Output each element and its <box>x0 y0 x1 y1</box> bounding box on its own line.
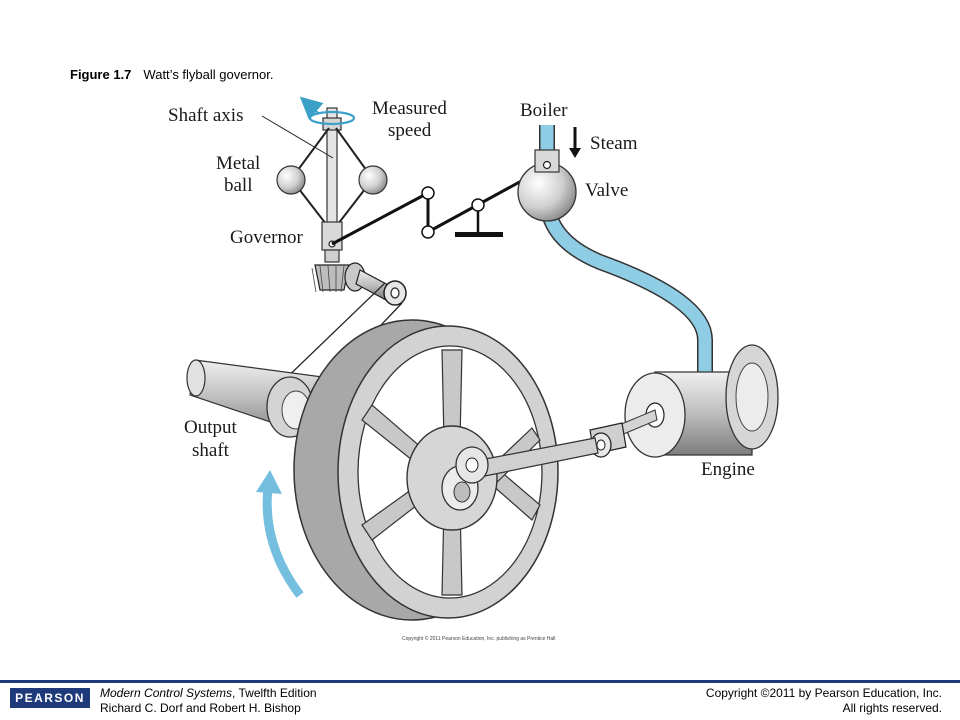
linkage-joint-2 <box>421 225 435 239</box>
rights-line: All rights reserved. <box>842 701 942 715</box>
flywheel-rotation-arc <box>262 487 304 598</box>
label-steam: Steam <box>590 133 638 154</box>
linkage-bar-1 <box>331 191 429 246</box>
linkage <box>331 165 548 246</box>
footer-rule <box>0 680 960 683</box>
crank-pin-hole <box>465 457 479 473</box>
figure-title: Watt’s flyball governor. <box>143 67 274 82</box>
label-shaft: shaft <box>192 440 230 461</box>
label-valve: Valve <box>585 180 628 201</box>
fulcrum-pivot <box>471 198 485 212</box>
gear-shaft <box>324 249 340 263</box>
label-ball: ball <box>224 175 253 196</box>
flywheel-rotation-arrow-icon <box>256 470 282 494</box>
flywheel-assembly <box>186 282 599 621</box>
image-copyright: Copyright © 2011 Pearson Education, Inc.… <box>402 635 555 642</box>
book-title-line: Modern Control Systems, Twelfth Edition <box>100 686 317 701</box>
book-edition: , Twelfth Edition <box>232 686 317 700</box>
crosshead-pin-hole <box>596 439 606 451</box>
book-title: Modern Control Systems <box>100 686 233 700</box>
fulcrum-base <box>455 232 503 237</box>
gear-teeth <box>311 265 345 293</box>
pearson-logo: PEARSON <box>10 688 90 708</box>
label-engine: Engine <box>701 459 755 480</box>
figure-caption: Figure 1.7 Watt’s flyball governor. <box>70 67 273 82</box>
figure-number: Figure 1.7 <box>70 67 132 82</box>
shaft-end <box>186 359 206 397</box>
book-info: Modern Control Systems, Twelfth Edition … <box>100 686 317 716</box>
valve-pivot <box>542 160 552 170</box>
steam-system <box>517 125 713 372</box>
footer-copyright: Copyright ©2011 by Pearson Education, In… <box>706 686 942 716</box>
belt-upper <box>276 282 386 388</box>
engine-end-face <box>735 362 769 432</box>
engine <box>589 344 779 458</box>
pulley-hub <box>390 287 400 299</box>
rotation-arrow-icon <box>299 96 324 120</box>
flywheel-axle <box>453 481 471 503</box>
copyright-line: Copyright ©2011 by Pearson Education, In… <box>705 686 942 700</box>
flyball-governor-diagram: Shaft axis Measured speed Metal ball Gov… <box>168 96 779 642</box>
book-authors: Richard C. Dorf and Robert H. Bishop <box>100 701 301 715</box>
governor-assembly <box>276 96 407 306</box>
label-output: Output <box>184 417 238 438</box>
label-boiler: Boiler <box>520 100 568 121</box>
steam-pipe <box>540 125 712 372</box>
label-shaft-axis: Shaft axis <box>168 105 243 126</box>
metal-ball-left <box>276 165 306 195</box>
label-measured: Measured <box>372 98 447 119</box>
label-speed: speed <box>388 120 432 141</box>
linkage-joint-1 <box>421 186 435 200</box>
shaft-axis-leader <box>261 115 334 159</box>
bevel-gear-vertical <box>314 264 350 291</box>
metal-ball-right <box>358 165 388 195</box>
label-governor: Governor <box>230 227 303 248</box>
steam-arrow-icon <box>569 148 581 158</box>
label-metal: Metal <box>216 153 260 174</box>
